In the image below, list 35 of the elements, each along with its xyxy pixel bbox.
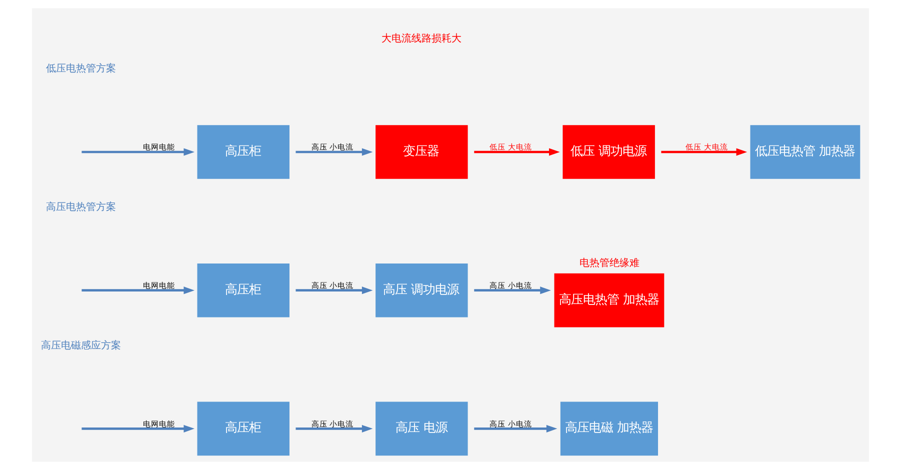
edge-label: 电网电能 bbox=[142, 419, 174, 428]
node-box: 变压器 bbox=[375, 125, 468, 179]
arrow bbox=[81, 424, 194, 432]
edge-label: 电网电能 bbox=[142, 142, 174, 152]
node-box: 低压电热管 加热器 bbox=[750, 125, 860, 179]
edge-label: 高压 小电流 bbox=[489, 281, 532, 290]
edge-label: 电网电能 bbox=[142, 281, 174, 290]
edge-label: 低压 大电流 bbox=[685, 142, 728, 152]
node-box: 高压柜 bbox=[196, 125, 289, 179]
edge-label: 高压 小电流 bbox=[310, 281, 354, 290]
arrow bbox=[81, 286, 194, 294]
label: 大电流线路损耗大 bbox=[381, 34, 462, 45]
edge-label: 高压 小电流 bbox=[310, 419, 354, 428]
node-box: 高压 电源 bbox=[375, 402, 468, 456]
node-box: 高压柜 bbox=[196, 402, 289, 456]
label: 高压电磁感应方案 bbox=[40, 340, 120, 352]
node-label: 电热管绝缘难 bbox=[579, 258, 640, 270]
arrow bbox=[81, 148, 194, 156]
node-box: 低压 调功电源 bbox=[562, 125, 654, 179]
arrow bbox=[295, 148, 372, 156]
arrow bbox=[295, 424, 372, 432]
arrow bbox=[474, 148, 560, 156]
node-box: 高压电磁 加热器 bbox=[560, 402, 658, 456]
label: 低压电热管方案 bbox=[45, 64, 116, 75]
arrow bbox=[474, 424, 557, 432]
label: 高压电热管方案 bbox=[45, 202, 116, 213]
arrow bbox=[474, 286, 550, 294]
arrow bbox=[295, 286, 372, 294]
arrow bbox=[660, 148, 747, 156]
node-box: 高压柜 bbox=[196, 263, 289, 318]
edge-label: 高压 小电流 bbox=[310, 142, 354, 152]
edge-label: 高压 小电流 bbox=[489, 419, 532, 428]
node-box: 高压 调功电源 bbox=[375, 263, 468, 318]
edge-label: 低压 大电流 bbox=[489, 142, 532, 152]
node-box: 高压电热管 加热器 bbox=[554, 273, 664, 328]
